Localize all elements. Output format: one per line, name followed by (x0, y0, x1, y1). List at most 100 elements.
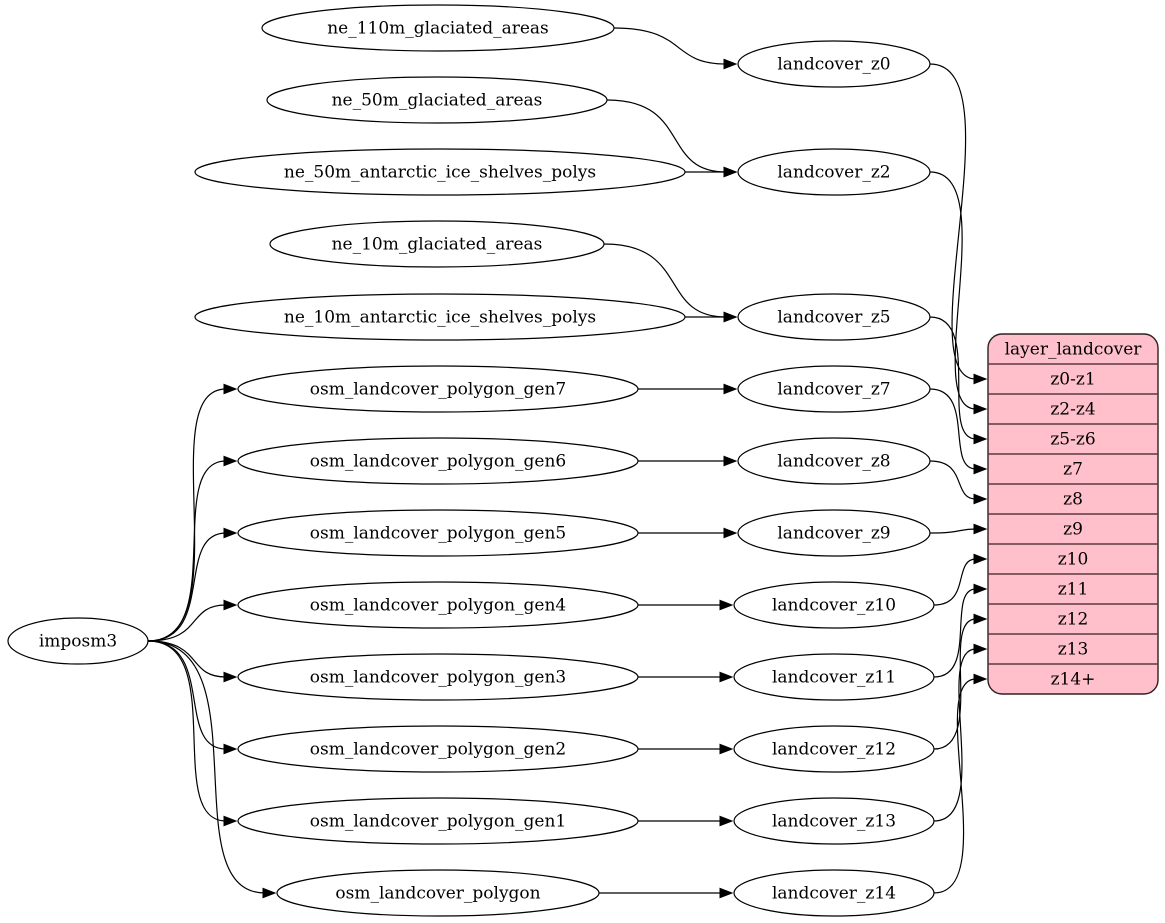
node-label: ne_50m_glaciated_areas (332, 91, 543, 111)
edge-imposm3-to-osm_landcover_polygon_gen6 (147, 460, 227, 642)
layer-landcover-table[interactable]: layer_landcover z0-z1 z2-z4 z5-z6 z7 z8 z9 z10 z… (987, 333, 1159, 695)
edge-arrowhead (719, 815, 734, 827)
node-label: landcover_z9 (777, 524, 890, 544)
table-row-label: z2-z4 (1050, 400, 1095, 420)
node-layer: imposm3 ne_110m_glaciated_areas ne_50m_gla… (7, 4, 935, 917)
node-ne_10m_antarctic_ice_shelves_polys[interactable]: ne_10m_antarctic_ice_shelves_polys (194, 293, 686, 341)
node-label: ne_110m_glaciated_areas (327, 19, 549, 39)
edge-imposm3-to-osm_landcover_polygon (147, 640, 266, 894)
node-label: landcover_z5 (777, 308, 890, 328)
edge-arrowhead (973, 373, 988, 385)
node-ne_110m_glaciated_areas[interactable]: ne_110m_glaciated_areas (261, 4, 615, 52)
edge-landcover_z7-to-row-3 (929, 388, 977, 470)
edge-arrowhead (223, 599, 238, 611)
edge-arrowhead (973, 583, 988, 595)
table-row[interactable]: z7 (988, 454, 1158, 484)
node-osm_landcover_polygon_gen6[interactable]: osm_landcover_polygon_gen6 (237, 437, 639, 485)
node-osm_landcover_polygon_gen5[interactable]: osm_landcover_polygon_gen5 (237, 509, 639, 557)
node-landcover_z5[interactable]: landcover_z5 (737, 293, 931, 341)
edge-arrowhead (723, 311, 738, 323)
edge-arrowhead (973, 493, 988, 505)
node-osm_landcover_polygon_gen7[interactable]: osm_landcover_polygon_gen7 (237, 365, 639, 413)
table-row-label: z13 (1058, 640, 1089, 660)
table-row-label: z8 (1063, 490, 1083, 510)
node-landcover_z2[interactable]: landcover_z2 (737, 148, 931, 196)
node-label: osm_landcover_polygon_gen6 (310, 452, 566, 472)
node-landcover_z8[interactable]: landcover_z8 (737, 437, 931, 485)
node-shape (737, 148, 931, 196)
table-row-label: z12 (1058, 610, 1089, 630)
table-row[interactable]: z11 (988, 574, 1158, 604)
edge-landcover_z9-to-row-5 (929, 528, 977, 534)
node-label: landcover_z12 (772, 740, 896, 760)
node-landcover_z7[interactable]: landcover_z7 (737, 365, 931, 413)
node-landcover_z11[interactable]: landcover_z11 (733, 653, 935, 701)
table-row[interactable]: z2-z4 (988, 394, 1158, 424)
node-shape (237, 653, 639, 701)
edge-arrowhead (719, 599, 734, 611)
node-ne_10m_glaciated_areas[interactable]: ne_10m_glaciated_areas (269, 220, 605, 268)
table-row[interactable]: z13 (988, 634, 1158, 664)
node-landcover_z12[interactable]: landcover_z12 (733, 725, 935, 773)
table-row[interactable]: z8 (988, 484, 1158, 514)
node-shape (737, 437, 931, 485)
node-label: landcover_z13 (772, 812, 896, 832)
node-shape (237, 437, 639, 485)
node-shape (7, 617, 149, 665)
table-row-label: z14+ (1051, 670, 1096, 690)
table-row[interactable]: z9 (988, 514, 1158, 544)
table-row[interactable]: z14+ (988, 664, 1158, 694)
edge-arrowhead (719, 887, 734, 899)
edge-arrowhead (973, 463, 988, 475)
node-ne_50m_glaciated_areas[interactable]: ne_50m_glaciated_areas (266, 76, 608, 124)
node-label: osm_landcover_polygon_gen4 (310, 596, 566, 616)
node-landcover_z10[interactable]: landcover_z10 (733, 581, 935, 629)
node-landcover_z9[interactable]: landcover_z9 (737, 509, 931, 557)
edge-landcover_z0-to-row-0 (929, 63, 977, 380)
table-row-label: z5-z6 (1050, 430, 1095, 450)
node-label: osm_landcover_polygon_gen5 (310, 524, 566, 544)
node-imposm3[interactable]: imposm3 (7, 617, 149, 665)
edge-ne_50m_glaciated_areas-to-landcover_z2 (606, 99, 727, 173)
table-row-label: z9 (1063, 520, 1083, 540)
table-row[interactable]: z10 (988, 544, 1158, 574)
node-ne_50m_antarctic_ice_shelves_polys[interactable]: ne_50m_antarctic_ice_shelves_polys (194, 148, 686, 196)
edge-landcover_z10-to-row-6 (933, 558, 977, 606)
node-shape (237, 365, 639, 413)
table-row[interactable]: z5-z6 (988, 424, 1158, 454)
table-row-label: z10 (1058, 550, 1089, 570)
node-shape (266, 76, 608, 124)
edge-landcover_z12-to-row-8 (933, 618, 977, 750)
node-label: landcover_z10 (772, 596, 896, 616)
node-shape (237, 797, 639, 845)
node-shape (237, 509, 639, 557)
edge-arrowhead (973, 523, 988, 535)
node-shape (737, 293, 931, 341)
node-shape (237, 581, 639, 629)
table-row[interactable]: z0-z1 (988, 364, 1158, 394)
table-row-label: z11 (1058, 580, 1089, 600)
edge-layer (147, 27, 988, 899)
table-layer: layer_landcover z0-z1 z2-z4 z5-z6 z7 z8 z9 z10 z… (987, 333, 1159, 695)
edge-arrowhead (973, 553, 988, 565)
table-header-label: layer_landcover (1005, 340, 1143, 360)
edge-ne_10m_glaciated_areas-to-landcover_z5 (603, 243, 727, 318)
node-osm_landcover_polygon_gen1[interactable]: osm_landcover_polygon_gen1 (237, 797, 639, 845)
edge-arrowhead (973, 403, 988, 415)
table-row[interactable]: z12 (988, 604, 1158, 634)
edge-arrowhead (973, 433, 988, 445)
node-osm_landcover_polygon_gen3[interactable]: osm_landcover_polygon_gen3 (237, 653, 639, 701)
node-osm_landcover_polygon_gen2[interactable]: osm_landcover_polygon_gen2 (237, 725, 639, 773)
node-label: ne_10m_antarctic_ice_shelves_polys (284, 308, 596, 328)
node-shape (276, 869, 600, 917)
node-osm_landcover_polygon_gen4[interactable]: osm_landcover_polygon_gen4 (237, 581, 639, 629)
edge-arrowhead (973, 673, 988, 685)
edge-landcover_z8-to-row-4 (929, 460, 977, 500)
edge-landcover_z5-to-row-2 (929, 316, 977, 440)
node-label: imposm3 (39, 632, 117, 652)
node-landcover_z0[interactable]: landcover_z0 (737, 40, 931, 88)
table-row-label: z0-z1 (1050, 370, 1095, 390)
node-landcover_z14[interactable]: landcover_z14 (733, 869, 935, 917)
node-osm_landcover_polygon[interactable]: osm_landcover_polygon (276, 869, 600, 917)
node-landcover_z13[interactable]: landcover_z13 (733, 797, 935, 845)
